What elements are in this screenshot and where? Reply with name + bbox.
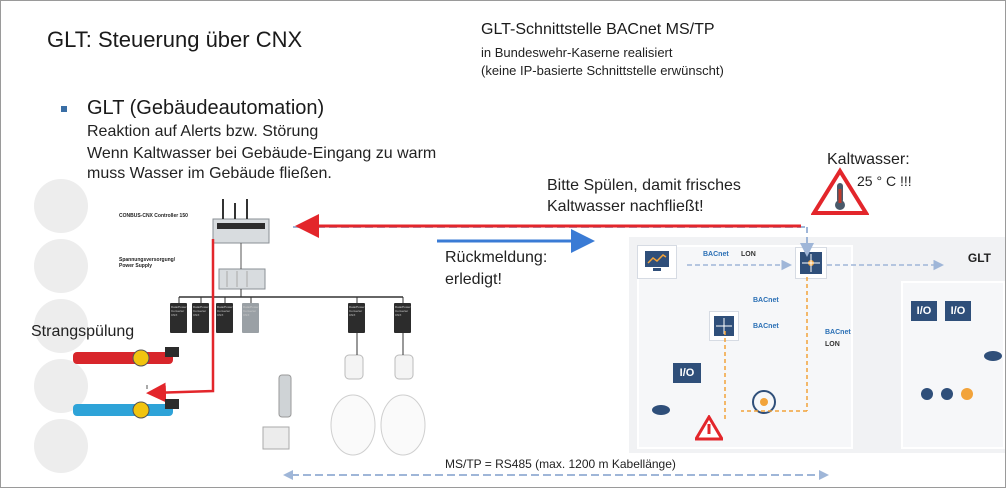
header-right-line1: in Bundeswehr-Kaserne realisiert	[481, 45, 673, 60]
network-icon	[800, 252, 822, 274]
decor-circle	[34, 179, 88, 233]
decor-circle	[34, 299, 88, 353]
urinal-icon	[330, 394, 376, 456]
data-power-converter: Data/Power Converter CNX	[242, 303, 259, 333]
kaltwasser-label: Kaltwasser:	[827, 151, 910, 168]
red-pipe	[73, 352, 173, 364]
bacnet-tag: BACnet	[753, 297, 779, 304]
bacnet-tag: BACnet	[703, 251, 729, 258]
sensor-tap	[344, 354, 364, 380]
flush-arrow	[146, 239, 215, 403]
network-icon	[714, 316, 734, 336]
request-line1: Bitte Spülen, damit frisches	[547, 177, 741, 194]
sub-controller-tile	[709, 311, 739, 341]
glt-panel: GLT BACnet LON	[629, 237, 1005, 453]
header-right-title: GLT-Schnittstelle BACnet MS/TP	[481, 21, 715, 38]
data-power-converter: Data/Power Converter CNX	[348, 303, 365, 333]
sensor-cycle-icon	[752, 390, 776, 414]
sensor-box	[262, 426, 290, 450]
data-power-converter: Data/Power Converter CNX	[192, 303, 209, 333]
arrow-left-icon	[283, 470, 293, 480]
bullet-line: Reaktion auf Alerts bzw. Störung	[87, 123, 319, 140]
data-power-converter: Data/Power Converter CNX	[170, 303, 187, 333]
device-icon	[984, 351, 1002, 361]
device-icons	[921, 388, 973, 400]
slide-title: GLT: Steuerung über CNX	[47, 27, 303, 52]
glt-label: GLT	[967, 251, 991, 265]
decor-circle	[34, 419, 88, 473]
blue-pipe	[73, 404, 173, 416]
bacnet-tag: BACnet	[825, 329, 851, 336]
response-line2: erledigt!	[445, 271, 502, 288]
decor-circle	[34, 239, 88, 293]
sensor-tap	[394, 354, 414, 380]
cnx-controller	[212, 218, 270, 244]
io-module: I/O	[911, 301, 937, 321]
bullet-heading: GLT (Gebäudeautomation)	[87, 97, 325, 119]
response-line1: Rückmeldung:	[445, 249, 548, 266]
bacnet-tag: BACnet	[753, 323, 779, 330]
bullet-line: muss Wasser im Gebäude fließen.	[87, 165, 332, 182]
device-icon	[652, 405, 670, 415]
sensor-device	[278, 374, 292, 418]
controller-label: CONBUS-CNX Controller 150	[119, 213, 188, 219]
building-outline	[637, 245, 853, 449]
warning-thermometer-icon	[811, 167, 869, 215]
strang-label: Strangspülung	[31, 323, 135, 340]
request-line2: Kaltwasser nachfließt!	[547, 198, 704, 215]
arrow-right-icon	[819, 470, 829, 480]
power-supply	[218, 268, 266, 290]
kaltwasser-temp: 25 ° C !!!	[857, 173, 912, 189]
bullet-line: Wenn Kaltwasser bei Gebäude-Eingang zu w…	[87, 145, 437, 162]
lon-tag: LON	[741, 251, 756, 258]
urinal-icon	[380, 394, 426, 456]
warning-icon	[695, 415, 723, 441]
monitor-tile	[637, 245, 677, 279]
bottom-note: MS/TP = RS485 (max. 1200 m Kabellänge)	[445, 457, 676, 471]
data-power-converter: Data/Power Converter CNX	[394, 303, 411, 333]
lon-tag: LON	[825, 341, 840, 348]
bullet-marker	[61, 106, 67, 112]
io-module: I/O	[945, 301, 971, 321]
header-right-line2: (keine IP-basierte Schnittstelle erwünsc…	[481, 63, 724, 78]
monitor-icon	[645, 251, 669, 271]
power-supply-label: Spannungsversorgung/ Power Supply	[119, 257, 176, 269]
data-power-converter: Data/Power Converter CNX	[216, 303, 233, 333]
io-module: I/O	[673, 363, 701, 383]
